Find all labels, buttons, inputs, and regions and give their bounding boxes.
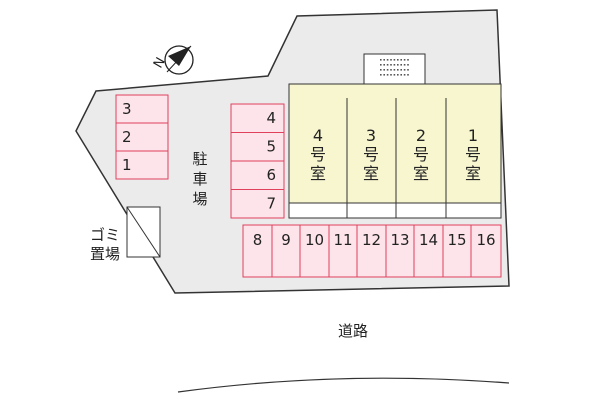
parking-slot-number: 8: [253, 231, 263, 249]
parking-slot-number: 5: [266, 138, 276, 156]
north-letter: N: [151, 55, 169, 71]
garbage-area: ゴミ 置場: [90, 206, 161, 263]
room-number: 1: [468, 126, 478, 145]
parking-slot-10: 10: [299, 224, 330, 278]
parking-slot-3: 3: [115, 94, 169, 124]
parking-slot-number: 15: [447, 231, 466, 249]
room-label-char: 号: [310, 145, 326, 164]
room-label-char: 室: [413, 164, 429, 183]
parking-slot-13: 13: [385, 224, 415, 278]
road: 道路: [177, 322, 510, 393]
parking-slot-number: 2: [122, 128, 132, 146]
parking-slot-number: 13: [390, 231, 409, 249]
room-number: 3: [366, 126, 376, 145]
room-label-char: 室: [465, 164, 481, 183]
parking-slot-11: 11: [328, 224, 358, 278]
parking-slot-15: 15: [442, 224, 472, 278]
parking-slot-7: 7: [230, 189, 285, 219]
room-label-char: 号: [465, 145, 481, 164]
room-3: 3号室: [363, 126, 379, 183]
parking-slot-1: 1: [115, 150, 169, 180]
garbage-label-line1: ゴミ: [90, 226, 120, 244]
road-label: 道路: [338, 322, 368, 340]
parking-label-char: 場: [192, 190, 207, 208]
parking-slot-number: 14: [419, 231, 438, 249]
parking-slot-number: 3: [122, 100, 132, 118]
parking-label-char: 車: [192, 170, 207, 188]
parking-slot-9: 9: [271, 224, 301, 278]
room-4: 4号室: [310, 126, 326, 183]
parking-slot-number: 1: [122, 156, 132, 174]
room-2: 2号室: [413, 126, 429, 183]
parking-slot-14: 14: [413, 224, 444, 278]
room-1: 1号室: [465, 126, 481, 183]
parking-slot-number: 12: [362, 231, 381, 249]
parking-slot-8: 8: [242, 224, 273, 278]
parking-slot-number: 7: [266, 195, 276, 213]
parking-slot-4: 4: [230, 103, 285, 133]
parking-label-char: 駐: [192, 150, 207, 168]
room-label-char: 号: [413, 145, 429, 164]
room-label-char: 号: [363, 145, 379, 164]
parking-slot-6: 6: [230, 160, 285, 190]
parking-slot-number: 10: [305, 231, 324, 249]
parking-slot-12: 12: [356, 224, 387, 278]
room-number: 2: [416, 126, 426, 145]
parking-slot-16: 16: [470, 224, 502, 278]
parking-label: 駐 車 場: [192, 150, 207, 208]
parking-slot-number: 4: [266, 109, 276, 127]
north-arrow-icon: N: [151, 45, 194, 75]
parking-slot-5: 5: [230, 132, 285, 162]
room-label-char: 室: [310, 164, 326, 183]
room-number: 4: [313, 126, 323, 145]
parking-slot-number: 11: [333, 231, 352, 249]
parking-slot-number: 6: [266, 166, 276, 184]
parking-slot-number: 16: [476, 231, 495, 249]
room-label-char: 室: [363, 164, 379, 183]
parking-slot-2: 2: [115, 122, 169, 152]
parking-slot-number: 9: [281, 231, 291, 249]
garbage-label-line2: 置場: [90, 245, 120, 263]
